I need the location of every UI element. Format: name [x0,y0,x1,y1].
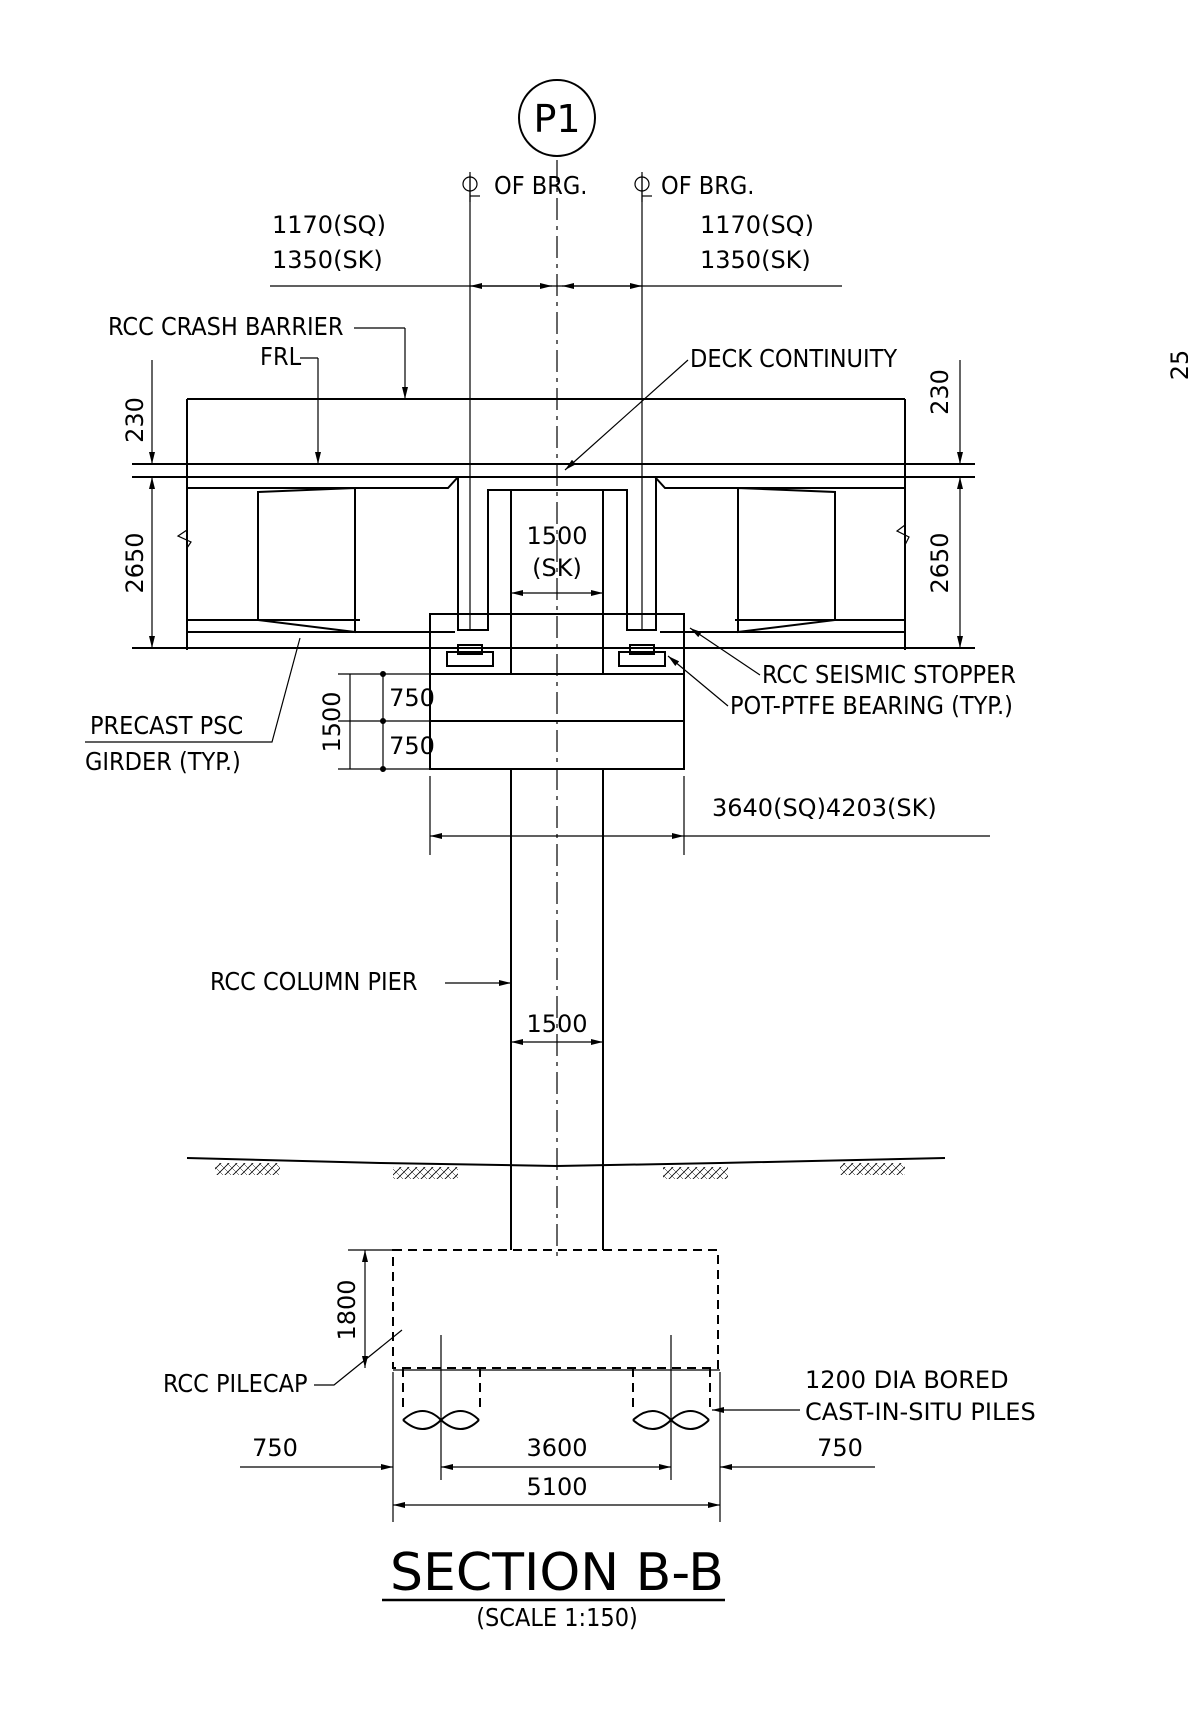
label-column-pier: RCC COLUMN PIER [210,967,418,996]
dim-bottom-line [240,1372,875,1522]
pilecap-outline [392,1249,719,1369]
leader-pilecap [314,1329,403,1386]
dim-column-width: 1500 [526,1010,587,1038]
label-piles-line2: CAST-IN-SITU PILES [805,1398,1036,1426]
label-crash-barrier: RCC CRASH BARRIER [108,312,344,341]
edge-fragment: 25 [1166,350,1188,381]
dim-top-left-sk: 1350(SK) [272,246,383,274]
pier-tag-label: P1 [533,97,580,141]
label-frl: FRL [260,342,302,371]
cl-symbol-left-icon [462,172,480,202]
dim-pilecap-depth: 1800 [333,1279,361,1340]
leader-deck-continuity [564,359,689,471]
leader-bearing [667,655,729,707]
cl-label-right: OF BRG. [661,171,754,200]
dim-pier-cap-width-line [429,776,990,855]
label-girder-line1: PRECAST PSC [90,711,243,740]
dim-girder-right: 2650 [926,532,954,593]
dim-edge-right: 750 [817,1434,863,1462]
pile-left [402,1335,481,1480]
label-piles-line1: 1200 DIA BORED [805,1366,1009,1394]
label-girder-line2: GIRDER (TYP.) [85,747,241,776]
pier-tag: P1 [518,79,596,157]
dim-pilecap-depth-line [348,1249,393,1368]
break-mark-left-icon [176,529,192,549]
label-pilecap: RCC PILECAP [163,1369,308,1398]
section-title: SECTION B-B [390,1543,724,1603]
dim-girder-left: 2650 [121,532,149,593]
dim-top-right-sq: 1170(SQ) [700,211,814,239]
dim-pier-cap-upper: 750 [389,684,435,712]
dim-gap-line1: 1500 [526,522,587,550]
dim-pier-cap-width: 3640(SQ)4203(SK) [712,794,937,822]
dim-pilecap-width: 5100 [526,1473,587,1501]
label-bearing: POT-PTFE BEARING (TYP.) [730,691,1013,720]
ground-line [186,1157,946,1179]
dim-pier-cap-lower: 750 [389,732,435,760]
label-deck-continuity: DECK CONTINUITY [690,344,897,373]
label-seismic-stopper: RCC SEISMIC STOPPER [762,660,1016,689]
dim-pier-cap-lines [338,671,430,772]
bearing-left-icon [446,644,494,667]
cl-label-left: OF BRG. [494,171,587,200]
bearing-right-icon [618,644,666,667]
dim-edge-left: 750 [252,1434,298,1462]
dim-top-left-sq: 1170(SQ) [272,211,386,239]
girder-left [186,476,459,634]
dim-pier-cap-total: 1500 [318,691,346,752]
dim-slab-right: 230 [926,369,954,415]
dim-pile-spacing: 3600 [526,1434,587,1462]
pier-cap [429,673,685,770]
scale-label: (SCALE 1:150) [476,1603,638,1632]
leader-girder [85,637,301,743]
cl-symbol-right-icon [634,172,652,202]
dim-gap-line2: (SK) [532,554,582,582]
pile-right [632,1335,711,1480]
leader-seismic-stopper [689,627,761,676]
girder-right [654,476,906,634]
deck-slab [132,398,975,650]
column-pier [510,769,604,1250]
dim-top-right-sk: 1350(SK) [700,246,811,274]
dim-slab-left: 230 [121,397,149,443]
break-mark-right-icon [895,524,910,546]
